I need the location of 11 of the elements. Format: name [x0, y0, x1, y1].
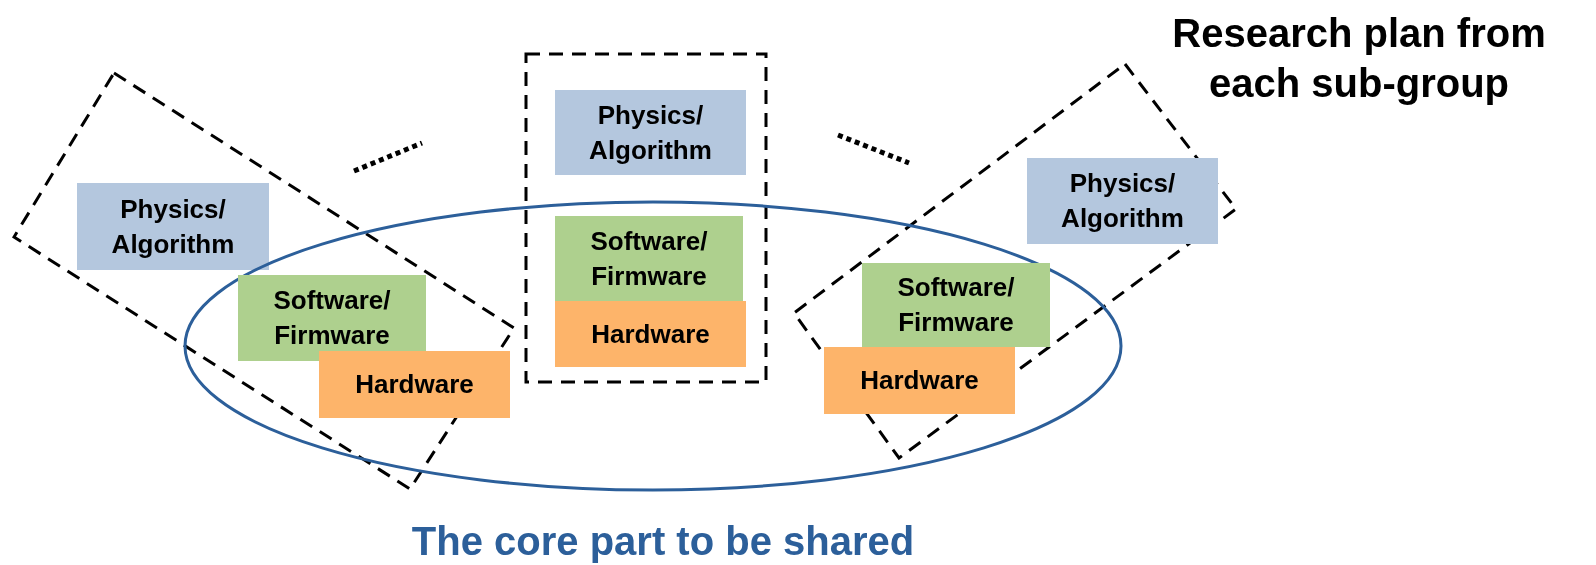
- heading-note: Research plan from each sub-group: [1171, 10, 1547, 107]
- core-caption: The core part to be shared: [410, 518, 916, 564]
- physics-box: Physics/ Algorithm: [1027, 158, 1218, 244]
- software-box: Software/ Firmware: [555, 216, 743, 302]
- physics-box: Physics/ Algorithm: [77, 183, 269, 270]
- hardware-box: Hardware: [555, 301, 746, 367]
- software-box: Software/ Firmware: [862, 263, 1050, 347]
- software-box: Software/ Firmware: [238, 275, 426, 361]
- physics-box: Physics/ Algorithm: [555, 90, 746, 175]
- hardware-box: Hardware: [319, 351, 510, 418]
- hardware-box: Hardware: [824, 347, 1015, 414]
